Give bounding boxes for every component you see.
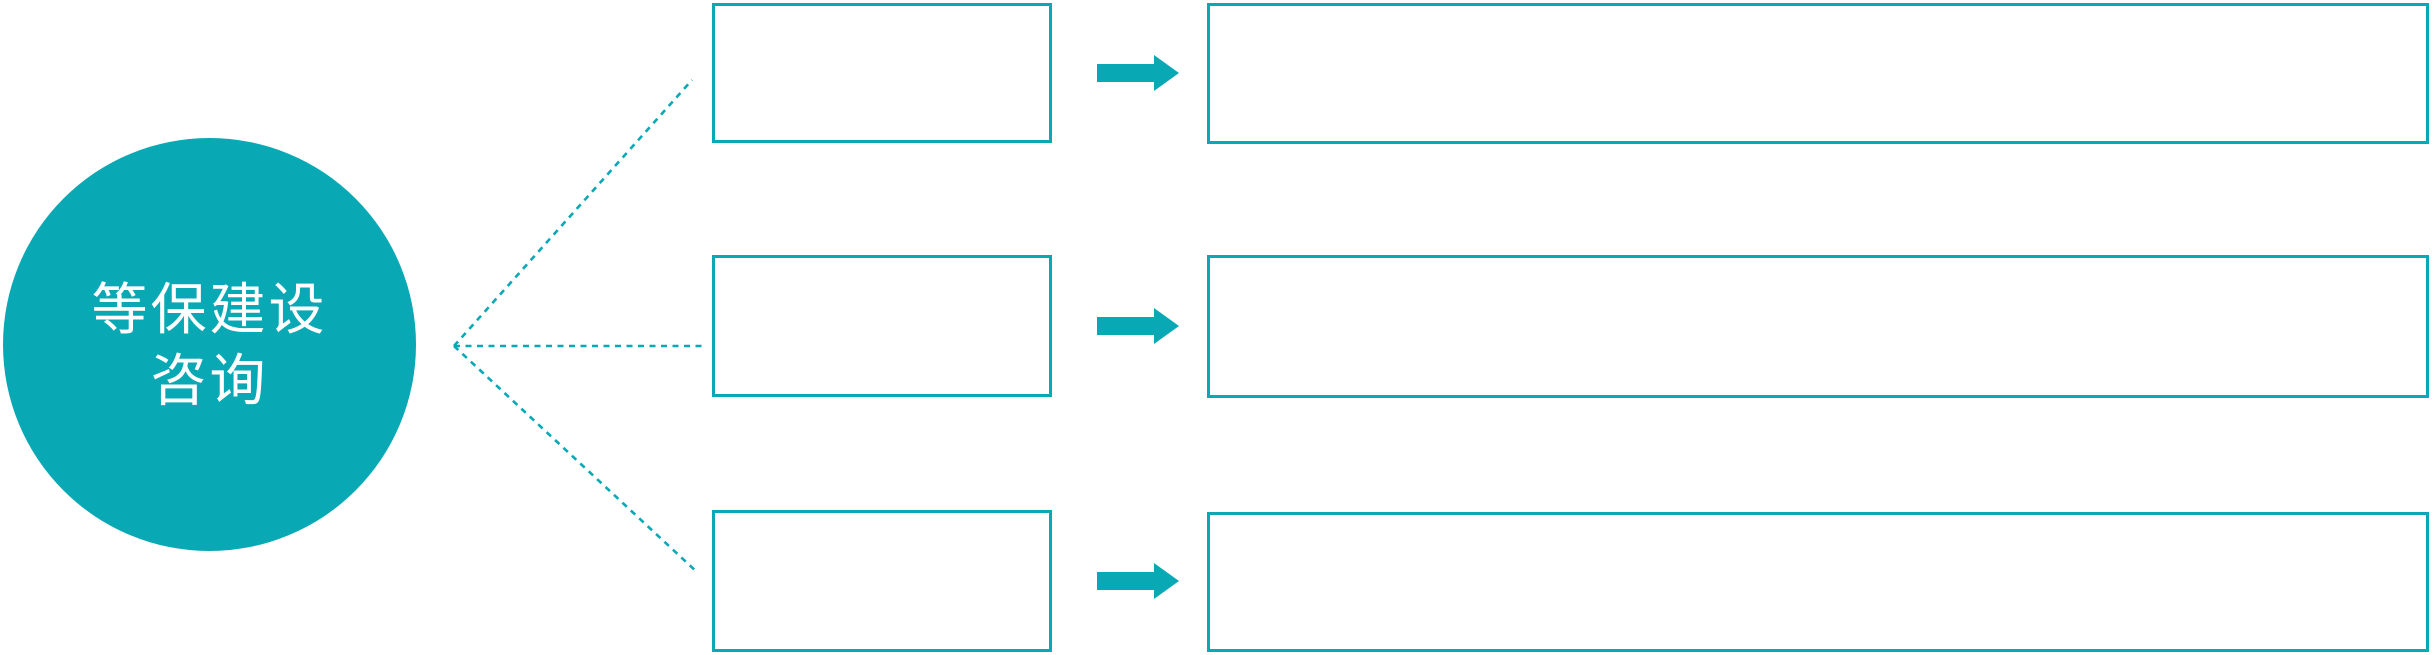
step-box-2 — [712, 255, 1052, 397]
dotted-connector-top — [453, 79, 693, 347]
right-arrow-icon-3 — [1097, 563, 1179, 599]
hub-label-line2: 咨询 — [150, 348, 269, 412]
step-box-3 — [712, 510, 1052, 652]
detail-box-1 — [1207, 3, 2429, 144]
detail-box-2 — [1207, 255, 2429, 398]
step-box-1 — [712, 3, 1052, 143]
right-arrow-icon-1 — [1097, 55, 1179, 91]
hub-label-line1: 等保建设 — [91, 277, 328, 341]
hub-circle: 等保建设 咨询 — [3, 138, 416, 551]
detail-box-3 — [1207, 512, 2429, 652]
dotted-connector-bottom — [453, 345, 699, 574]
right-arrow-icon-2 — [1097, 308, 1179, 344]
